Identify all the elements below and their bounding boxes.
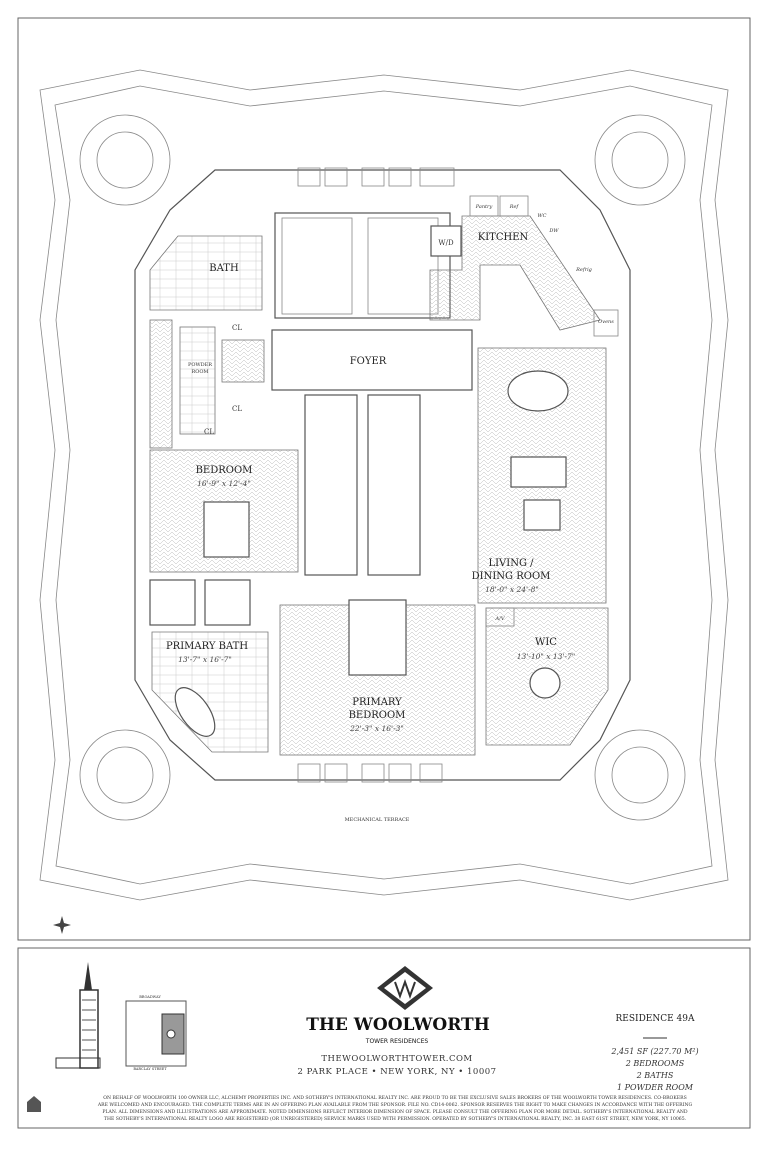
stair-left bbox=[304, 394, 358, 576]
primary-bed bbox=[348, 599, 407, 676]
woolworth-logo bbox=[377, 966, 433, 1010]
dining-table bbox=[507, 370, 569, 412]
primary-bath-room bbox=[151, 631, 269, 753]
disclaimer-line-4: THE SOTHEBY'S INTERNATIONAL REALTY LOGO … bbox=[104, 1115, 687, 1122]
label-primary-bedroom-2: BEDROOM bbox=[349, 710, 406, 721]
living-dimensions: 18'-0" x 24'-8" bbox=[485, 585, 539, 594]
closet-hatch bbox=[221, 339, 265, 383]
address: 2 PARK PLACE • NEW YORK, NY • 10007 bbox=[297, 1067, 496, 1077]
label-pantry: Pantry bbox=[475, 204, 493, 210]
label-bath: BATH bbox=[209, 263, 239, 274]
label-mechanical-terrace: MECHANICAL TERRACE bbox=[345, 817, 410, 823]
label-powder-2: ROOM bbox=[191, 369, 208, 375]
bathtub bbox=[174, 687, 216, 737]
bedroom-dimensions: 16'-9" x 12'-4" bbox=[197, 479, 251, 488]
label-living-1: LIVING / bbox=[488, 558, 534, 569]
spec-baths: 2 BATHS bbox=[636, 1071, 674, 1080]
kitchen-room bbox=[429, 215, 601, 331]
brand-subtitle: TOWER RESIDENCES bbox=[365, 1038, 429, 1045]
key-plan: BROADWAY BARCLAY STREET bbox=[125, 995, 187, 1071]
bed bbox=[203, 501, 250, 558]
keyplan-top-label: BROADWAY bbox=[139, 995, 161, 999]
coffee-table bbox=[523, 499, 561, 531]
label-powder-1: POWDER bbox=[188, 362, 212, 368]
label-wic: WIC bbox=[535, 637, 557, 648]
spec-powder-room: 1 POWDER ROOM bbox=[617, 1083, 694, 1092]
spec-bedrooms: 2 BEDROOMS bbox=[625, 1059, 685, 1068]
residence-title: RESIDENCE 49A bbox=[616, 1014, 695, 1024]
disclaimer-line-2: ARE WELCOMED AND ENCOURAGED. THE COMPLET… bbox=[97, 1102, 693, 1108]
keyplan-bottom-label: BARCLAY STREET bbox=[133, 1067, 167, 1071]
label-closet-1: CL bbox=[232, 324, 242, 332]
label-closet-2: CL bbox=[232, 405, 242, 413]
label-foyer: FOYER bbox=[350, 356, 387, 367]
primary-bedroom-dimensions: 22'-3" x 16'-3" bbox=[349, 724, 404, 733]
label-bedroom: BEDROOM bbox=[196, 465, 253, 476]
website-url: THEWOOLWORTHTOWER.COM bbox=[321, 1054, 472, 1064]
foyer-room bbox=[271, 329, 473, 391]
footer-frame bbox=[17, 947, 751, 1129]
disclaimer-line-3: PLAN. ALL DIMENSIONS AND ILLUSTRATIONS A… bbox=[102, 1109, 688, 1115]
elevator-bank bbox=[274, 212, 451, 319]
wic-dimensions: 13'-10" x 13'-7" bbox=[517, 652, 576, 661]
powder-room bbox=[179, 326, 216, 435]
washer-dryer bbox=[430, 225, 462, 257]
terrace-outline bbox=[39, 69, 729, 901]
bath-room bbox=[149, 235, 263, 311]
brand-name: THE WOOLWORTH bbox=[306, 1015, 490, 1035]
label-closet-3: CL bbox=[204, 428, 214, 436]
label-wc: WC bbox=[538, 213, 547, 219]
label-wd: W/D bbox=[438, 239, 454, 247]
label-living-2: DINING ROOM bbox=[472, 571, 551, 582]
label-primary-bath: PRIMARY BATH bbox=[166, 641, 248, 652]
label-kitchen: KITCHEN bbox=[478, 232, 529, 243]
corner-rosettes bbox=[79, 114, 686, 821]
equal-housing-icon bbox=[27, 1096, 41, 1112]
label-av: A/V bbox=[495, 616, 506, 622]
stair-right bbox=[367, 394, 421, 576]
label-ref: Ref bbox=[509, 204, 520, 210]
label-dw: DW bbox=[548, 228, 559, 234]
primary-bath-dimensions: 13'-7" x 16'-7" bbox=[178, 655, 232, 664]
compass-icon bbox=[53, 916, 71, 934]
spec-area: 2,451 SF (227.70 M²) bbox=[610, 1047, 698, 1056]
disclaimer-line-1: ON BEHALF OF WOOLWORTH 100 OWNER LLC, AL… bbox=[103, 1095, 686, 1101]
plan-frame bbox=[17, 17, 751, 941]
sofa bbox=[510, 456, 567, 488]
window-bays bbox=[297, 167, 455, 783]
label-refrig: Refrig bbox=[575, 267, 592, 273]
label-ovens: Ovens bbox=[598, 319, 614, 325]
label-primary-bedroom-1: PRIMARY bbox=[352, 697, 402, 708]
tower-elevation-icon bbox=[55, 962, 101, 1069]
